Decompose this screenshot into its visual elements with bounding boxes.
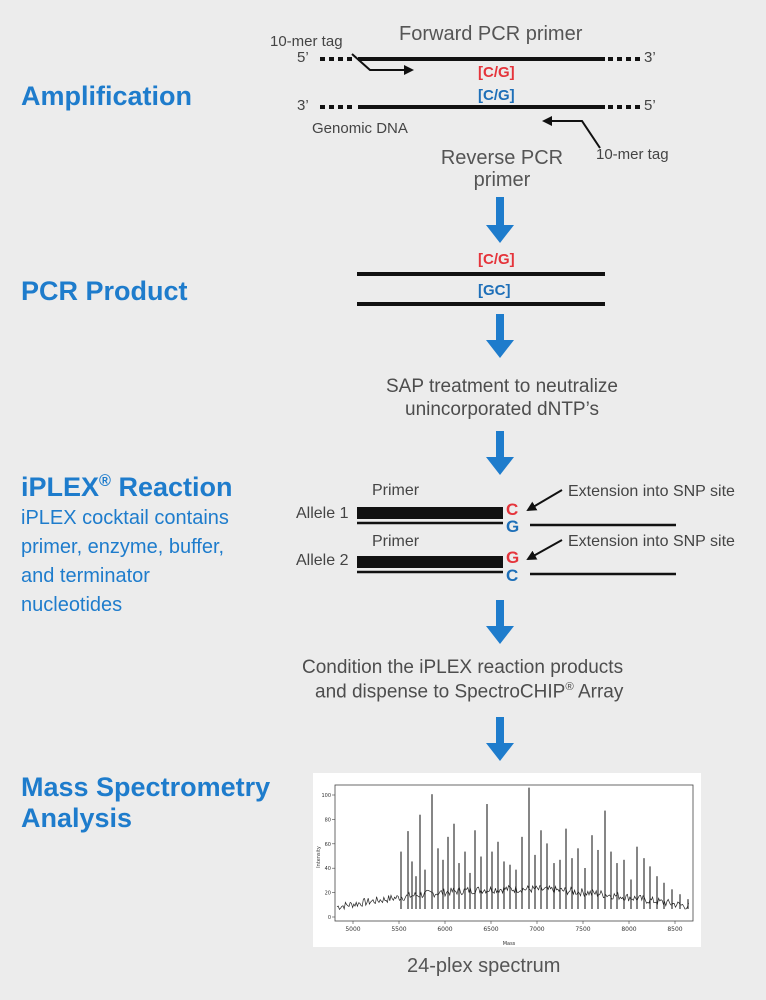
y-tick-label: 100 xyxy=(321,793,331,799)
iplex-strands xyxy=(357,489,676,576)
x-tick-label: 7500 xyxy=(575,926,590,933)
condition-step-line1: Condition the iPLEX reaction products xyxy=(302,657,624,678)
sap-step-label: SAP treatment to neutralize unincorporat… xyxy=(386,376,618,420)
tag-right-label: 10-mer tag xyxy=(596,146,669,163)
flow-arrow-down-icon xyxy=(486,717,514,761)
pcr-snp-bottom: [GC] xyxy=(478,282,511,299)
stage-mass-spec-title: Mass Spectrometry Analysis xyxy=(21,772,271,833)
condition-step-line2: and dispense to SpectroCHIP® Array xyxy=(315,681,623,703)
allele1-ext-base: C xyxy=(506,500,519,519)
amp-snp-top: [C/G] xyxy=(478,64,515,81)
iplex-reg-mark: ® xyxy=(99,472,111,490)
y-tick-label: 0 xyxy=(328,915,331,921)
allele1-primer-bar xyxy=(357,507,503,519)
pcr-snp-top: [C/G] xyxy=(478,251,515,268)
primer1-label: Primer xyxy=(372,482,420,499)
allele2-ext-base: G xyxy=(506,548,520,567)
reverse-primer-label: Reverse PCR primer xyxy=(440,147,564,191)
condition-line2-text: and dispense to SpectroCHIP xyxy=(315,681,566,703)
flow-arrows xyxy=(486,197,514,761)
extension-arrow-1 xyxy=(526,489,563,512)
iplex-title-text: iPLEX xyxy=(21,472,100,502)
mass-spectrum-panel: 5000 5500 6000 6500 7000 7500 8000 8500 0 20 40 60 8… xyxy=(313,773,710,947)
amp-snp-bottom: [C/G] xyxy=(478,87,515,104)
flow-arrow-down-icon xyxy=(486,431,514,475)
amplification-strands xyxy=(320,53,640,149)
forward-tag-arrow xyxy=(351,53,414,75)
x-tick-label: 7000 xyxy=(529,926,544,933)
forward-primer-label: Forward PCR primer xyxy=(399,23,583,45)
stage-iplex-description: iPLEX cocktail contains primer, enzyme, … xyxy=(21,507,229,616)
stage-pcr-product-title: PCR Product xyxy=(21,276,188,306)
x-tick-label: 8500 xyxy=(667,926,682,933)
flow-arrow-down-icon xyxy=(486,314,514,358)
y-tick-label: 20 xyxy=(325,891,331,897)
stage-amplification-title: Amplification xyxy=(21,81,193,111)
flow-arrow-down-icon xyxy=(486,197,514,243)
spectrum-axes xyxy=(334,784,694,922)
allele2-label: Allele 2 xyxy=(296,552,349,569)
flow-arrow-down-icon xyxy=(486,600,514,644)
iplex-title-rest: Reaction xyxy=(110,472,233,502)
spectrum-baseline xyxy=(336,884,689,911)
allele1-label: Allele 1 xyxy=(296,505,349,522)
tag-left-label: 10-mer tag xyxy=(270,33,343,50)
pcr-product-strands xyxy=(357,272,605,306)
spectrum-y-label: Intensity xyxy=(316,846,322,868)
x-tick-label: 6000 xyxy=(437,926,452,933)
x-tick-label: 5000 xyxy=(345,926,360,933)
reverse-tag-arrow xyxy=(542,116,601,149)
spectrum-x-label: Mass xyxy=(503,941,516,947)
allele1-template-base: G xyxy=(506,517,520,536)
spectrochip-reg-mark: ® xyxy=(565,681,574,693)
x-tick-label: 8000 xyxy=(621,926,636,933)
y-tick-label: 80 xyxy=(325,817,331,823)
three-prime-top: 3’ xyxy=(644,49,656,66)
extension2-label: Extension into SNP site xyxy=(568,533,735,550)
genomic-dna-label: Genomic DNA xyxy=(312,120,408,137)
allele2-primer-bar xyxy=(357,556,503,568)
primer2-label: Primer xyxy=(372,533,420,550)
y-tick-label: 40 xyxy=(325,866,331,872)
x-tick-label: 5500 xyxy=(391,926,406,933)
spectrum-ticks: 5000 5500 6000 6500 7000 7500 8000 8500 0 20 40 60 8… xyxy=(321,793,682,933)
allele2-template-base: C xyxy=(506,566,519,585)
stage-iplex-title: iPLEX® Reaction xyxy=(21,472,233,503)
extension-arrow-2 xyxy=(526,539,563,560)
spectrum-caption: 24-plex spectrum xyxy=(407,955,561,977)
mass-spectrum-plot: 5000 5500 6000 6500 7000 7500 8000 8500 0 20 40 60 8… xyxy=(316,784,710,947)
spectrum-trace xyxy=(336,786,710,911)
extension1-label: Extension into SNP site xyxy=(568,483,735,500)
condition-line2-rest: Array xyxy=(573,681,624,703)
spectrum-frame xyxy=(334,784,694,922)
three-prime-bottom: 3’ xyxy=(297,97,309,114)
y-tick-label: 60 xyxy=(325,842,331,848)
x-tick-label: 6500 xyxy=(483,926,498,933)
five-prime-bottom: 5’ xyxy=(644,97,656,114)
five-prime-top: 5’ xyxy=(297,49,309,66)
